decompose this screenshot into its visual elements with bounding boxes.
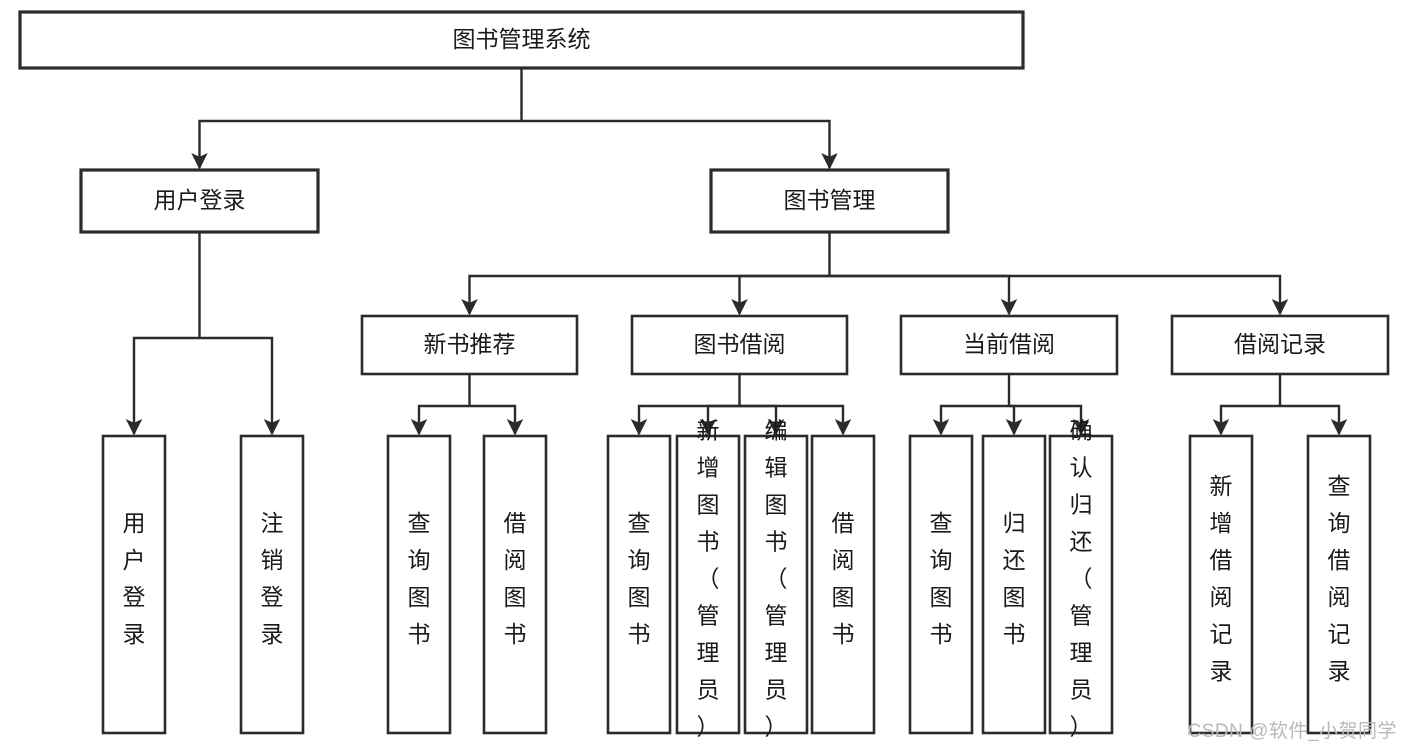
node-leaf-borrow-book-1[interactable]: 借阅图书 [482, 434, 548, 735]
node-box [239, 434, 305, 735]
node-box [1170, 314, 1390, 376]
node-root[interactable]: 图书管理系统 [18, 10, 1025, 70]
edge-book-borrow-to-leaf-borrow-book-2 [739, 404, 852, 436]
node-label: 用户登录 [154, 187, 246, 213]
node-leaf-return-book[interactable]: 归还图书 [981, 434, 1047, 735]
node-label: 查询图书 [930, 510, 953, 647]
node-user-login[interactable]: 用户登录 [79, 168, 320, 234]
edge-current-borrow-to-leaf-confirm-return [1009, 404, 1090, 436]
node-current-borrow[interactable]: 当前借阅 [899, 314, 1119, 376]
node-box [482, 434, 548, 735]
edge-book-manage-to-new-book-rec [461, 274, 830, 316]
edge-book-manage-to-book-borrow [731, 274, 830, 316]
node-leaf-add-book[interactable]: 新增图书（管理员） [675, 418, 741, 740]
edge-current-borrow-to-leaf-return-book [1005, 404, 1023, 436]
node-box [743, 434, 809, 735]
node-layer: 图书管理系统用户登录图书管理新书推荐图书借阅当前借阅借阅记录用户登录注销登录查询… [18, 10, 1390, 740]
node-label: 借阅图书 [832, 510, 855, 647]
edge-book-borrow-to-leaf-add-book [699, 404, 740, 436]
edge-root-to-book-manage [521, 119, 838, 170]
node-leaf-query-record[interactable]: 查询借阅记录 [1306, 434, 1372, 735]
edge-book-manage-to-borrow-record [829, 274, 1289, 316]
node-leaf-query-book-3[interactable]: 查询图书 [908, 434, 974, 735]
node-box [606, 434, 672, 735]
node-box [386, 434, 452, 735]
edge-new-book-rec-to-leaf-query-book-1 [410, 404, 470, 436]
node-label: 新增借阅记录 [1210, 473, 1233, 684]
node-box [1306, 434, 1372, 735]
node-leaf-query-book-1[interactable]: 查询图书 [386, 434, 452, 735]
edge-user-login-to-leaf-user-login [125, 336, 200, 436]
node-box [675, 434, 741, 735]
edge-book-manage-to-current-borrow [829, 274, 1018, 316]
node-box [79, 168, 320, 234]
node-book-borrow[interactable]: 图书借阅 [630, 314, 849, 376]
node-leaf-add-record[interactable]: 新增借阅记录 [1188, 434, 1254, 735]
node-box [101, 434, 167, 735]
node-label: 图书借阅 [694, 331, 786, 357]
node-label: 当前借阅 [963, 331, 1055, 357]
node-label: 图书管理系统 [453, 26, 591, 52]
node-label: 注销登录 [261, 510, 284, 647]
node-book-manage[interactable]: 图书管理 [709, 168, 950, 234]
edge-layer [125, 68, 1348, 436]
node-box [709, 168, 950, 234]
node-new-book-rec[interactable]: 新书推荐 [360, 314, 579, 376]
node-label: 归还图书 [1003, 510, 1026, 647]
node-box [630, 314, 849, 376]
node-leaf-confirm-return[interactable]: 确认归还（管理员） [1048, 418, 1114, 740]
node-leaf-user-login[interactable]: 用户登录 [101, 434, 167, 735]
node-label: 确认归还（管理员） [1070, 418, 1093, 740]
node-label: 编辑图书（管理员） [765, 418, 788, 740]
edge-user-login-to-leaf-logout [199, 336, 281, 436]
edge-book-borrow-to-leaf-query-book-2 [630, 404, 740, 436]
node-label: 查询借阅记录 [1328, 473, 1351, 684]
node-leaf-query-book-2[interactable]: 查询图书 [606, 434, 672, 735]
node-box [981, 434, 1047, 735]
edge-new-book-rec-to-leaf-borrow-book-1 [469, 404, 524, 436]
node-label: 查询图书 [408, 510, 431, 647]
node-box [899, 314, 1119, 376]
edge-borrow-record-to-leaf-add-record [1212, 404, 1280, 436]
edge-root-to-user-login [191, 119, 522, 170]
node-box [18, 10, 1025, 70]
node-box [810, 434, 876, 735]
node-box [1048, 434, 1114, 735]
node-box [360, 314, 579, 376]
node-leaf-borrow-book-2[interactable]: 借阅图书 [810, 434, 876, 735]
node-leaf-logout[interactable]: 注销登录 [239, 434, 305, 735]
node-label: 查询图书 [628, 510, 651, 647]
node-label: 用户登录 [123, 510, 146, 647]
node-leaf-edit-book[interactable]: 编辑图书（管理员） [743, 418, 809, 740]
node-label: 新书推荐 [424, 331, 516, 357]
node-label: 新增图书（管理员） [697, 418, 720, 740]
node-box [908, 434, 974, 735]
edge-borrow-record-to-leaf-query-record [1280, 404, 1348, 436]
node-label: 借阅图书 [504, 510, 527, 647]
node-label: 借阅记录 [1234, 331, 1326, 357]
watermark-text: CSDN @软件_小贺同学 [1187, 721, 1397, 742]
node-borrow-record[interactable]: 借阅记录 [1170, 314, 1390, 376]
edge-current-borrow-to-leaf-query-book-3 [932, 404, 1009, 436]
node-box [1188, 434, 1254, 735]
node-label: 图书管理 [784, 187, 876, 213]
